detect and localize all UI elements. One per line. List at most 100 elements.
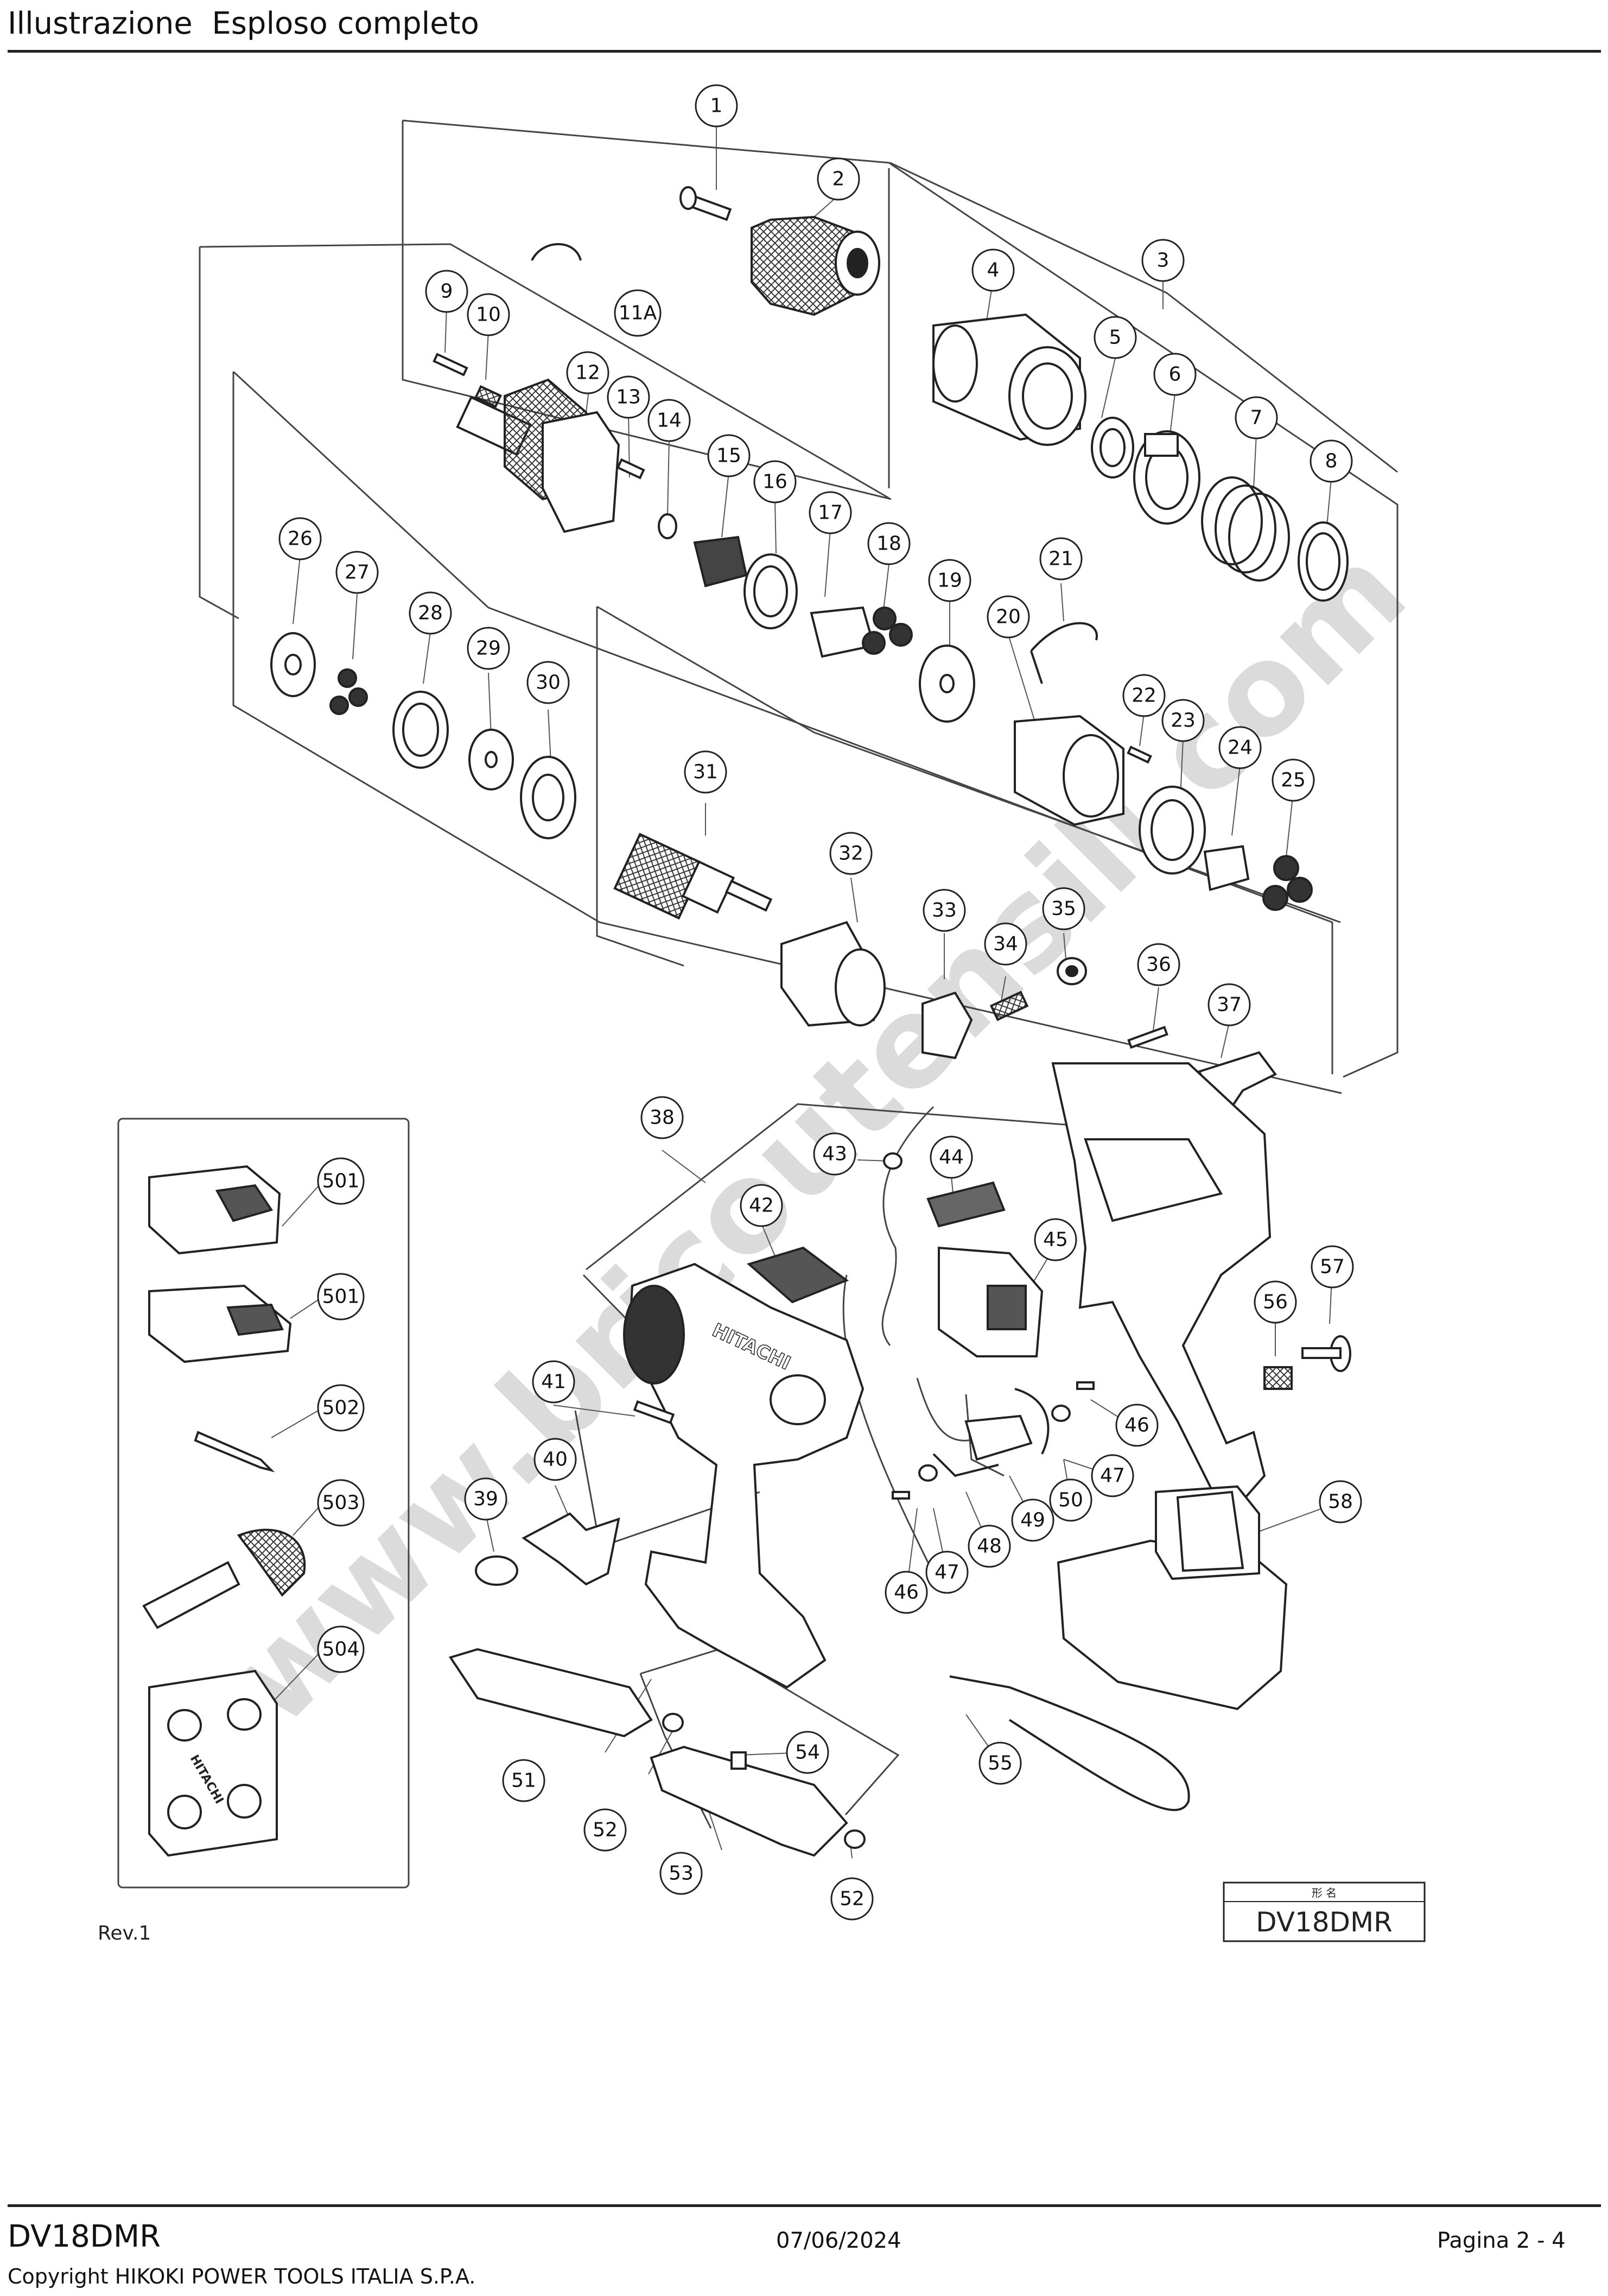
part-callout-49: 49 [1011,1498,1054,1542]
part-callout-40: 40 [533,1438,577,1481]
part-55-strap-shape [949,1675,1190,1812]
part-callout-12: 12 [566,351,609,394]
part-callout-circle [532,1360,575,1404]
part-callout-circle [502,1759,545,1802]
part-callout-41: 41 [532,1360,575,1404]
part-38-housing-shape [1051,1062,1272,1521]
part-16-ring-gear-shape [743,553,798,629]
part-callout-circle [786,1731,829,1774]
part-callout-label: 2 [832,168,845,190]
part-callout-circle [1122,674,1166,717]
part-callout-22: 22 [1122,674,1166,717]
part-callout-28: 28 [409,591,452,635]
part-34-brush-shape [989,991,1029,1022]
part-callout-circle [278,517,322,560]
accessory-501-charger-b-shape [148,1284,292,1363]
part-callout-label: 46 [894,1581,919,1604]
part-callout-circle [566,351,609,394]
part-24-carrier-shape [1203,845,1250,891]
part-callout-51: 51 [502,1759,545,1802]
part-callout-circle [817,157,860,201]
footer-date: 07/06/2024 [776,2228,901,2253]
accessory-callout-501: 501 [317,1157,365,1205]
part-callout-label: 26 [288,528,313,550]
part-callout-label: 9 [441,280,453,303]
accessory-502-bit-shape [194,1431,275,1472]
part-callout-17: 17 [809,491,852,534]
part-11a-clip-shape [531,243,582,261]
part-45-switch-shape [938,1246,1044,1357]
part-callout-circle [1141,239,1185,282]
part-23-ring-gear-shape [1139,786,1206,875]
part-27-planet-gears-shape [329,668,368,715]
part-callout-35: 35 [1042,887,1085,930]
part-callout-circle [930,1136,973,1179]
part-19-washer-shape [919,645,975,723]
part-callout-circle [753,460,797,503]
part-callout-label: 46 [1124,1414,1149,1437]
part-15-carrier-shape [693,535,748,588]
part-callout-circle [1011,1498,1054,1542]
part-callout-label: 57 [1320,1256,1345,1278]
part-52-nut-shape [662,1713,684,1732]
part-12-spindle-shape [456,378,620,533]
part-callout-54: 54 [786,1731,829,1774]
part-callout-label: 39 [473,1488,498,1510]
part-callout-label: 32 [838,843,863,865]
part-callout-39: 39 [464,1477,507,1521]
part-callout-label: 19 [937,570,962,592]
part-callout-48: 48 [968,1525,1011,1568]
accessory-callout-circle [317,1479,365,1527]
accessory-503-handle-shape [142,1528,306,1629]
part-callout-label: 42 [749,1195,774,1217]
accessory-callout-502: 502 [317,1384,365,1432]
part-callout-label: 13 [616,386,641,409]
part-callout-label: 17 [818,502,843,524]
part-callout-42: 42 [740,1184,783,1227]
part-callout-label: 6 [1169,363,1181,386]
model-box-model: DV18DMR [1256,1906,1393,1938]
part-callout-label: 4 [987,259,1000,282]
part-callout-11A: 11A [614,289,662,337]
part-callout-circle [984,922,1027,966]
part-callout-label: 10 [476,304,501,326]
part-callout-33: 33 [923,889,966,932]
part-callout-circle [978,1742,1022,1785]
accessory-504-case-shape [148,1669,278,1857]
part-callout-label: 49 [1020,1509,1045,1532]
part-callout-29: 29 [467,627,510,670]
part-callout-circle [1039,537,1083,581]
part-callout-circle [640,1096,684,1139]
part-callout-label: 11A [619,302,657,324]
part-callout-label: 43 [822,1143,847,1165]
accessory-callout-501: 501 [317,1273,365,1321]
part-callout-label: 52 [840,1888,865,1910]
part-callout-label: 37 [1217,994,1242,1016]
footer-copyright: Copyright HIKOKI POWER TOOLS ITALIA S.P.… [8,2265,476,2288]
part-callout-label: 25 [1281,769,1306,792]
part-callout-label: 20 [996,606,1021,628]
callout-leaders [265,122,1341,1859]
part-callout-circle [1153,353,1197,396]
part-callout-label: 54 [795,1742,820,1764]
part-callout-circle [987,595,1030,639]
part-callout-46: 46 [885,1571,928,1614]
part-26-sun-gear-shape [270,632,316,697]
part-callout-circle [464,1477,507,1521]
part-callout-20: 20 [987,595,1030,639]
part-callout-circle [1161,699,1205,742]
part-22-screw-shape [1127,745,1152,764]
part-callout-50: 50 [1049,1478,1092,1522]
part-callout-circle [467,627,510,670]
part-callout-label: 47 [935,1561,959,1584]
part-callout-label: 1 [710,95,723,117]
part-callout-44: 44 [930,1136,973,1179]
part-35-bearing-shape [1057,957,1087,985]
part-callout-circle [1115,1404,1159,1447]
part-callout-32: 32 [829,832,873,875]
part-20-gear-case-shape [1014,715,1124,826]
assembly-outline-lines [117,119,1399,1889]
part-callout-circle [533,1438,577,1481]
part-28-ring-gear-shape [392,691,449,769]
